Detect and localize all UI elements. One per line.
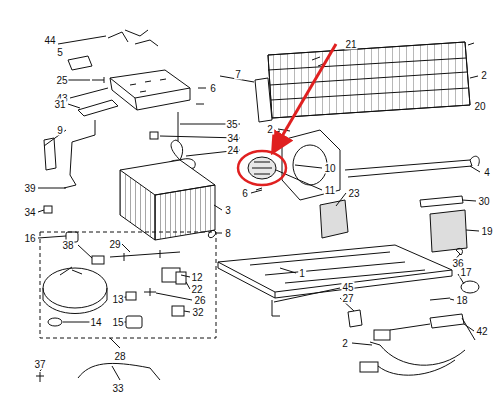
callout-number: 6 <box>241 188 249 199</box>
callout-number: 2 <box>341 338 349 349</box>
callout-number: 32 <box>191 307 204 318</box>
callout-number: 2 <box>266 124 274 135</box>
callout-number: 25 <box>55 75 68 86</box>
callout-number: 39 <box>23 183 36 194</box>
callout-number: 42 <box>475 326 488 337</box>
callout-number: 44 <box>43 35 56 46</box>
callout-number: 6 <box>209 83 217 94</box>
callout-number: 34 <box>23 207 36 218</box>
callout-number: 10 <box>323 163 336 174</box>
callout-number: 20 <box>473 101 486 112</box>
callout-number: 11 <box>324 185 336 196</box>
callout-number: 28 <box>113 351 126 362</box>
callout-number: 27 <box>341 293 354 304</box>
callout-number: 17 <box>459 267 472 278</box>
callout-number: 5 <box>56 47 64 58</box>
callout-number: 2 <box>480 70 488 81</box>
callout-number: 26 <box>193 295 206 306</box>
callout-number: 9 <box>56 125 64 136</box>
callout-number: 34 <box>226 133 239 144</box>
callout-number: 4 <box>483 167 491 178</box>
callout-number: 7 <box>234 69 242 80</box>
callout-number: 45 <box>341 282 354 293</box>
callout-number: 22 <box>190 284 203 295</box>
callout-number: 18 <box>455 295 468 306</box>
callout-number: 35 <box>225 119 238 130</box>
callout-number: 23 <box>347 188 360 199</box>
callout-number: 21 <box>344 39 357 50</box>
callout-number: 38 <box>61 240 74 251</box>
callout-number: 30 <box>477 196 490 207</box>
callout-number: 24 <box>226 145 239 156</box>
callout-number: 16 <box>23 233 36 244</box>
callout-number: 14 <box>89 317 102 328</box>
callout-number: 13 <box>111 294 124 305</box>
callout-number: 15 <box>111 317 124 328</box>
highlight-arrow <box>274 44 336 150</box>
callout-number: 19 <box>480 226 493 237</box>
callout-number: 29 <box>108 239 121 250</box>
callout-number: 37 <box>33 359 46 370</box>
callout-number: 33 <box>111 383 124 394</box>
callout-number: 3 <box>224 205 232 216</box>
callout-number: 8 <box>224 228 232 239</box>
highlight-ring <box>238 151 286 185</box>
callout-number: 31 <box>53 99 66 110</box>
callout-number: 1 <box>298 268 306 279</box>
callout-number: 12 <box>190 272 203 283</box>
